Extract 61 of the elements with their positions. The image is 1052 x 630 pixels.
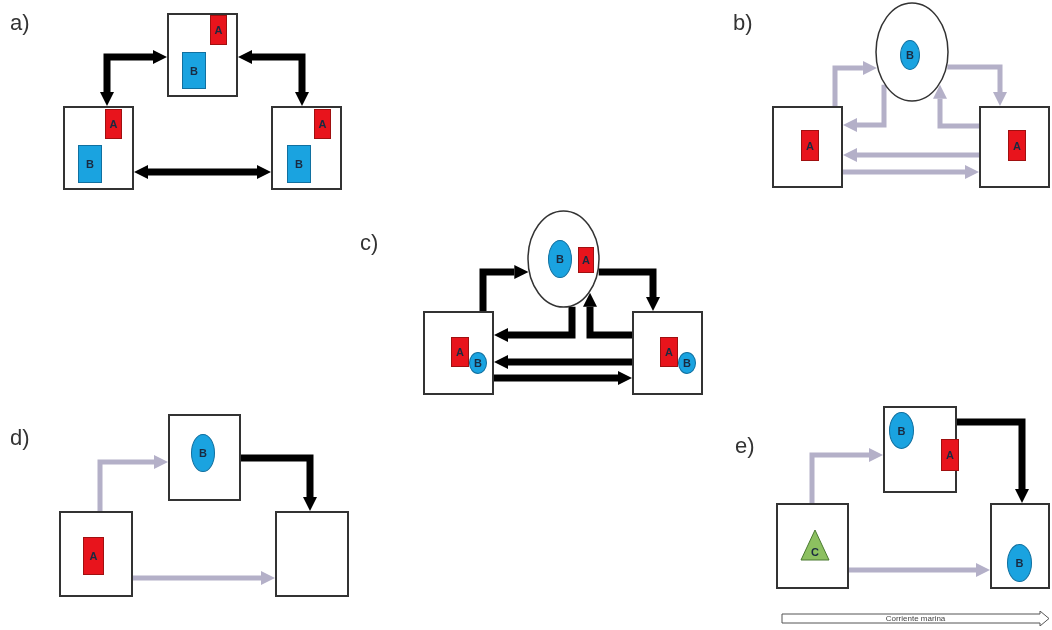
- arrow: [494, 371, 632, 385]
- arrow: [134, 165, 271, 179]
- labeled-rectangle: A: [941, 439, 959, 471]
- labeled-rectangle: B: [182, 52, 206, 89]
- area-box: [772, 106, 843, 188]
- labeled-rectangle: A: [210, 15, 227, 45]
- ellipse-area: [527, 210, 600, 308]
- ellipse-area: [875, 2, 949, 102]
- area-box: [990, 503, 1050, 589]
- labeled-rectangle: B: [287, 145, 311, 183]
- area-box: [168, 414, 241, 501]
- labeled-ellipse: B: [1007, 544, 1032, 582]
- panel-label: e): [735, 433, 755, 459]
- area-box: [59, 511, 133, 597]
- area-box: [271, 106, 342, 190]
- arrow: [133, 571, 275, 585]
- area-box: [776, 503, 849, 589]
- arrow: [947, 64, 1007, 106]
- arrow: [238, 50, 309, 106]
- labeled-rectangle: A: [801, 130, 819, 161]
- area-box: [632, 311, 703, 395]
- panel-label: c): [360, 230, 379, 256]
- arrow: [832, 61, 877, 106]
- arrow: [849, 563, 990, 577]
- arrow: [97, 455, 168, 511]
- area-box: [979, 106, 1050, 188]
- arrow: [479, 265, 529, 311]
- labeled-rectangle: A: [83, 537, 104, 575]
- arrow: [583, 292, 632, 339]
- panel-label: b): [733, 10, 753, 36]
- arrow: [957, 418, 1029, 503]
- area-box: [423, 311, 494, 395]
- labeled-ellipse: B: [678, 352, 696, 374]
- arrow: [241, 454, 317, 511]
- labeled-rectangle: A: [660, 337, 678, 367]
- arrow: [933, 84, 979, 129]
- area-box: [63, 106, 134, 190]
- arrow: [598, 268, 660, 311]
- labeled-ellipse: B: [469, 352, 487, 374]
- arrow: [843, 148, 979, 162]
- labeled-triangle: C: [800, 529, 830, 561]
- arrow: [100, 50, 167, 106]
- labeled-rectangle: A: [1008, 130, 1026, 161]
- labeled-rectangle: A: [578, 247, 594, 273]
- labeled-rectangle: B: [78, 145, 102, 183]
- arrow: [494, 306, 576, 342]
- labeled-ellipse: B: [191, 434, 215, 472]
- area-box: [883, 406, 957, 493]
- labeled-rectangle: A: [314, 109, 331, 139]
- current-arrow: Corriente marina: [781, 611, 1050, 626]
- panel-label: a): [10, 10, 30, 36]
- area-box: [275, 511, 349, 597]
- labeled-ellipse: B: [889, 412, 914, 449]
- arrow: [843, 84, 887, 132]
- arrow: [843, 165, 979, 179]
- panel-label: d): [10, 425, 30, 451]
- arrow: [494, 355, 632, 369]
- arrow: [809, 448, 883, 503]
- area-box: [167, 13, 238, 97]
- labeled-rectangle: A: [105, 109, 122, 139]
- labeled-rectangle: A: [451, 337, 469, 367]
